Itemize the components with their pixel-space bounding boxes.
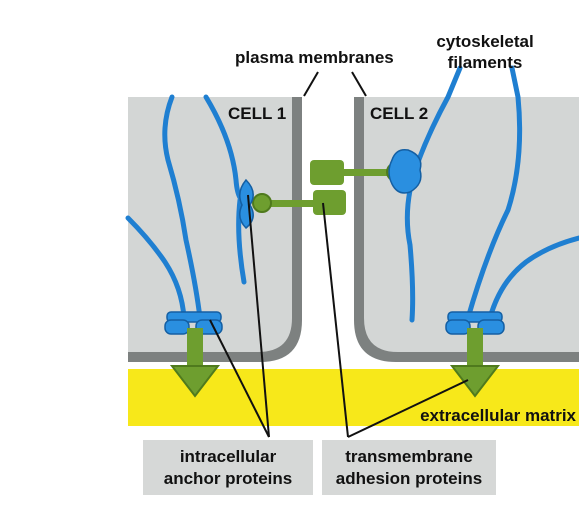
leader-intracellular-2 bbox=[209, 319, 270, 438]
intracellular-anchor-label-line1: intracellular bbox=[179, 446, 277, 466]
leader-intracellular-1 bbox=[247, 194, 270, 438]
cell-2-cytoskeletal-filaments bbox=[404, 65, 579, 323]
adhesion-protein-upper-rod bbox=[342, 169, 394, 176]
transmembrane-adhesion-protein-lower bbox=[252, 190, 346, 215]
adhesion-protein-lower-rod bbox=[266, 200, 316, 207]
leader-transmembrane-2 bbox=[347, 379, 469, 438]
plasma-membranes-label: plasma membranes bbox=[235, 48, 394, 67]
intracellular-anchor-proteins-box: intracellular anchor proteins bbox=[143, 440, 313, 495]
transmembrane-adhesion-label-line1: transmembrane bbox=[345, 446, 473, 466]
cell-2-label: CELL 2 bbox=[370, 104, 428, 123]
intracellular-anchor-label-line2: anchor proteins bbox=[163, 468, 293, 488]
filament-1a bbox=[125, 215, 187, 321]
cytoskeletal-filaments-label-line2: filaments bbox=[448, 53, 523, 72]
filament-2a bbox=[404, 65, 463, 323]
filament-2c bbox=[487, 235, 579, 321]
matrix-adhesion-arrow-cell-1 bbox=[169, 328, 221, 398]
transmembrane-adhesion-proteins-box: transmembrane adhesion proteins bbox=[322, 440, 496, 495]
leader-transmembrane-1 bbox=[322, 202, 349, 438]
leader-lines bbox=[209, 71, 469, 438]
leader-plasma-membrane-left bbox=[303, 71, 319, 97]
anchor-protein-cell-2-matrix bbox=[445, 311, 505, 335]
anchor-protein-cell-2-junction bbox=[388, 148, 422, 194]
adhesion-protein-lower-block bbox=[313, 190, 346, 215]
cytoskeletal-filaments-label-line1: cytoskeletal bbox=[436, 32, 533, 51]
cell-1-label: CELL 1 bbox=[228, 104, 286, 123]
transmembrane-adhesion-label-line2: adhesion proteins bbox=[335, 468, 483, 488]
matrix-adhesion-arrow-cell-2 bbox=[449, 328, 501, 398]
filament-2b bbox=[465, 65, 523, 321]
filament-1d bbox=[236, 197, 247, 285]
extracellular-matrix-label: extracellular matrix bbox=[420, 406, 576, 425]
adhesion-protein-upper-block bbox=[310, 160, 344, 185]
adhesion-protein-lower-knob bbox=[252, 193, 272, 213]
filament-1b bbox=[162, 94, 203, 321]
leader-plasma-membrane-right bbox=[351, 71, 367, 97]
